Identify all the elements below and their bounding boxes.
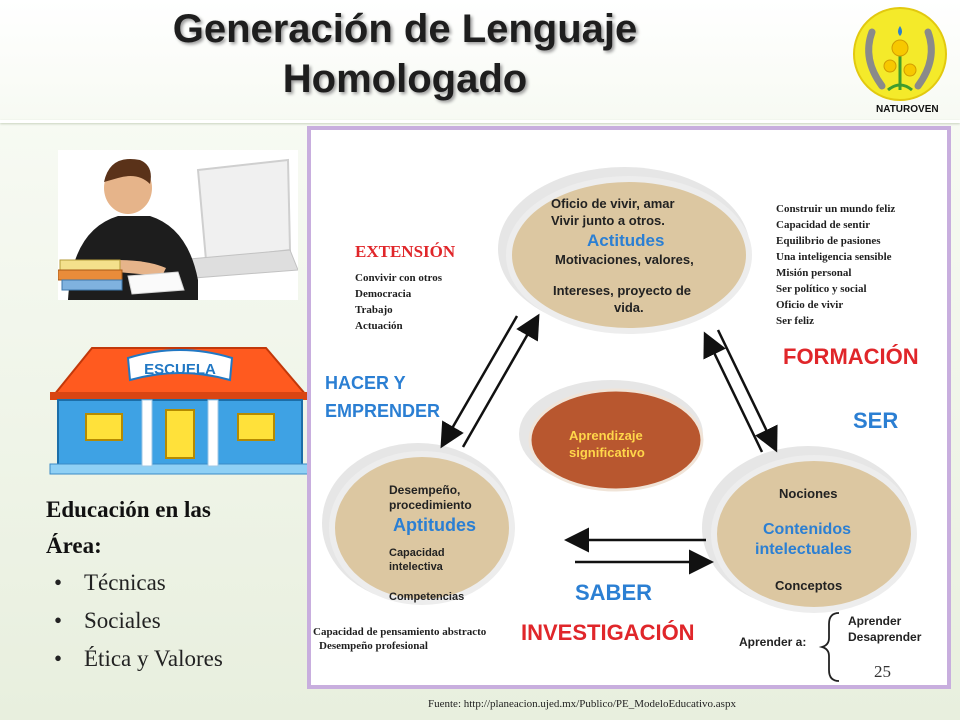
extension-item: Convivir con otros xyxy=(355,272,442,284)
center-circle xyxy=(528,388,704,492)
education-title-line-2: Área: xyxy=(46,533,102,558)
contenidos-line-1: Nociones xyxy=(779,486,838,501)
aptitudes-line-1: Desempeño, xyxy=(389,483,461,497)
actitudes-line-3: Motivaciones, valores, xyxy=(555,252,694,267)
bottom-left-line-1: Capacidad de pensamiento abstracto xyxy=(313,626,487,638)
naturoven-logo: NATUROVEN xyxy=(852,4,952,120)
arrow-down-right xyxy=(716,329,778,453)
page-number: 25 xyxy=(874,662,891,681)
formacion-item: Una inteligencia sensible xyxy=(776,251,892,263)
title-line-1: Generación de Lenguaje xyxy=(172,7,638,51)
list-item: • Sociales xyxy=(46,602,286,640)
list-item-label: Sociales xyxy=(84,608,161,633)
formacion-item: Misión personal xyxy=(776,267,852,279)
formacion-item: Ser feliz xyxy=(776,315,814,327)
aptitudes-line-3: Capacidad xyxy=(389,547,445,559)
bullet: • xyxy=(54,608,63,633)
actitudes-circle xyxy=(506,176,752,334)
actitudes-heading: Actitudes xyxy=(587,231,665,250)
actitudes-line-5: vida. xyxy=(614,300,644,315)
aprender-a-label: Aprender a: xyxy=(739,635,807,649)
contenidos-heading-2: intelectuales xyxy=(755,541,852,558)
title-divider xyxy=(0,120,960,123)
education-title-line-1: Educación en las xyxy=(46,497,211,522)
hacer-label-2: EMPRENDER xyxy=(325,401,441,421)
student-image xyxy=(58,150,298,300)
contenidos-heading-1: Contenidos xyxy=(763,521,851,538)
actitudes-line-4: Intereses, proyecto de xyxy=(553,283,691,298)
extension-item: Actuación xyxy=(355,320,403,332)
formacion-item: Oficio de vivir xyxy=(776,299,844,311)
learning-diagram: Oficio de vivir, amar Vivir junto a otro… xyxy=(307,126,951,689)
bullet: • xyxy=(54,646,63,671)
education-list: Educación en las Área: • Técnicas • Social… xyxy=(46,492,286,678)
contenidos-line-2: Conceptos xyxy=(775,578,843,593)
center-line-2: significativo xyxy=(569,445,645,460)
aptitudes-circle xyxy=(329,451,515,605)
brace-icon xyxy=(818,612,840,682)
bullet: • xyxy=(54,570,63,595)
aprender-label: Aprender xyxy=(848,614,902,628)
actitudes-line-2: Vivir junto a otros. xyxy=(551,213,665,228)
hacer-label-1: HACER Y xyxy=(325,373,406,393)
extension-item: Democracia xyxy=(355,288,412,300)
center-line-1: Aprendizaje xyxy=(569,428,643,443)
formacion-item: Capacidad de sentir xyxy=(776,219,871,231)
formacion-item: Ser político y social xyxy=(776,283,867,295)
list-item: • Ética y Valores xyxy=(46,640,286,678)
aptitudes-line-4: intelectiva xyxy=(389,561,443,573)
list-item: • Técnicas xyxy=(46,564,286,602)
investigacion-label: INVESTIGACIÓN xyxy=(521,620,695,645)
extension-item: Trabajo xyxy=(355,304,393,316)
aptitudes-line-5: Competencias xyxy=(389,591,465,603)
actitudes-line-1: Oficio de vivir, amar xyxy=(551,196,675,211)
aptitudes-heading: Aptitudes xyxy=(393,515,476,535)
extension-title: EXTENSIÓN xyxy=(355,242,456,261)
contenidos-circle xyxy=(711,455,917,613)
list-item-label: Ética y Valores xyxy=(84,646,223,671)
logo-text: NATUROVEN xyxy=(876,104,939,115)
list-item-label: Técnicas xyxy=(84,570,166,595)
title-line-2: Homologado xyxy=(282,57,528,101)
desaprender-label: Desaprender xyxy=(848,630,922,644)
saber-label: SABER xyxy=(575,580,653,605)
arrow-up-right xyxy=(703,331,764,453)
source-citation: Fuente: http://planeacion.ujed.mx/Public… xyxy=(428,698,736,710)
formacion-item: Equilibrio de pasiones xyxy=(776,235,881,247)
formacion-label: FORMACIÓN xyxy=(783,344,919,369)
arrow-up-left xyxy=(461,313,540,448)
school-image: ESCUELA xyxy=(44,340,314,485)
ser-label: SER xyxy=(853,408,899,433)
school-sign: ESCUELA xyxy=(144,361,216,378)
arrow-down-left xyxy=(440,315,519,449)
bottom-left-line-2: Desempeño profesional xyxy=(319,640,428,652)
slide-title: Generación de Lenguaje Homologado xyxy=(60,4,750,104)
formacion-item: Construir un mundo feliz xyxy=(776,203,896,215)
aptitudes-line-2: procedimiento xyxy=(389,498,472,512)
